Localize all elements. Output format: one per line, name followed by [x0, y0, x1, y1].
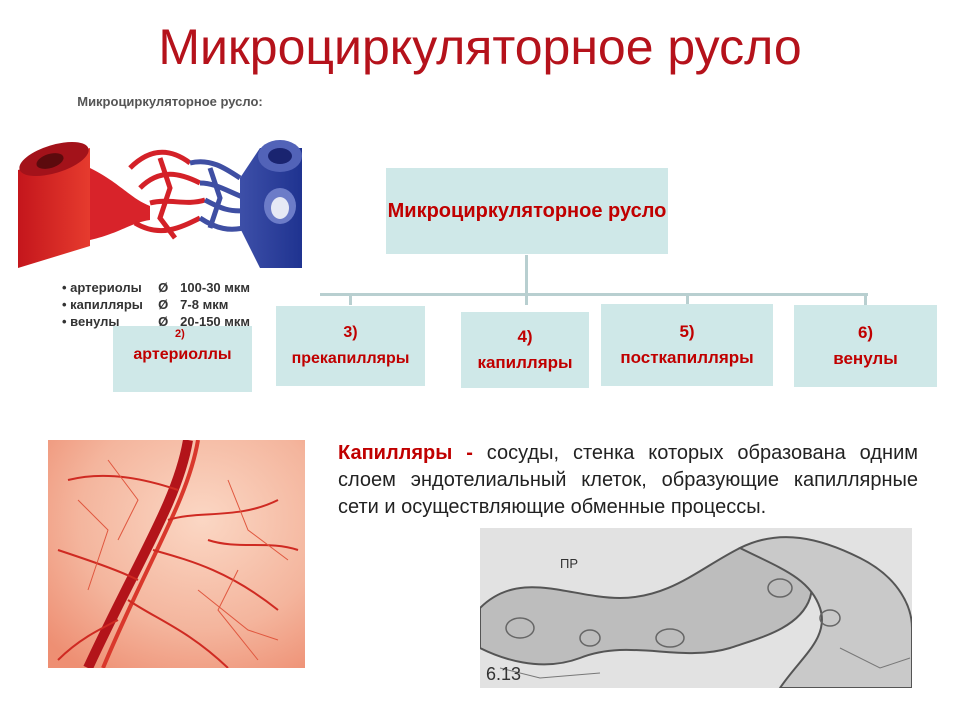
root-node: Микроциркуляторное русло	[386, 168, 668, 254]
legend-value: 7-8 мкм	[180, 297, 229, 312]
inset-title: Микроциркуляторное русло:	[77, 94, 263, 109]
node-number: 5)	[679, 322, 695, 341]
figure-label: 6.13	[486, 664, 522, 684]
description-text: сосуды, стенка которых образована одним …	[338, 442, 918, 518]
node-label: артериоллы	[133, 346, 232, 363]
page-title: Микроциркуляторное русло	[158, 19, 802, 75]
legend-value: 20-150 мкм	[180, 314, 251, 329]
node-postcapillaries: 5) посткапилляры	[601, 304, 773, 386]
legend-name: артериолы	[70, 280, 142, 295]
node-precapillaries: 3) прекапилляры	[276, 306, 425, 386]
node-venules: 6) венулы	[794, 305, 937, 387]
node-label: капилляры	[477, 353, 573, 372]
capillary-network-photo	[48, 440, 305, 668]
capillary-description: Капилляры - сосуды, стенка которых образ…	[338, 440, 918, 521]
legend-value: 100-30 мкм	[180, 280, 251, 295]
node-number: 3)	[343, 324, 358, 341]
connector-root-vertical	[525, 255, 528, 295]
legend-name: венулы	[70, 314, 120, 329]
micrograph-annotation: ПР	[560, 556, 579, 571]
node-label: прекапилляры	[291, 350, 410, 367]
node-capillaries: 4) капилляры	[461, 312, 589, 388]
connector-drop	[864, 293, 867, 305]
connector-drop	[525, 293, 528, 305]
description-term: Капилляры -	[338, 442, 473, 464]
node-arterioles: 2) артериоллы	[113, 326, 252, 392]
node-label: венулы	[833, 349, 898, 368]
legend-symbol: Ø	[158, 297, 169, 312]
electron-micrograph	[480, 528, 912, 688]
node-number: 2)	[175, 328, 185, 340]
legend-symbol: Ø	[158, 280, 169, 295]
legend-symbol: Ø	[158, 314, 169, 329]
connector-drop	[349, 293, 352, 305]
node-number: 4)	[517, 327, 533, 346]
connector-horizontal	[320, 293, 868, 296]
connector-drop	[686, 293, 689, 305]
node-number: 6)	[857, 323, 874, 342]
root-node-label: Микроциркуляторное русло	[387, 199, 667, 222]
legend-name: капилляры	[70, 297, 143, 312]
node-label: посткапилляры	[620, 348, 754, 367]
vessel-illustration	[18, 140, 302, 268]
